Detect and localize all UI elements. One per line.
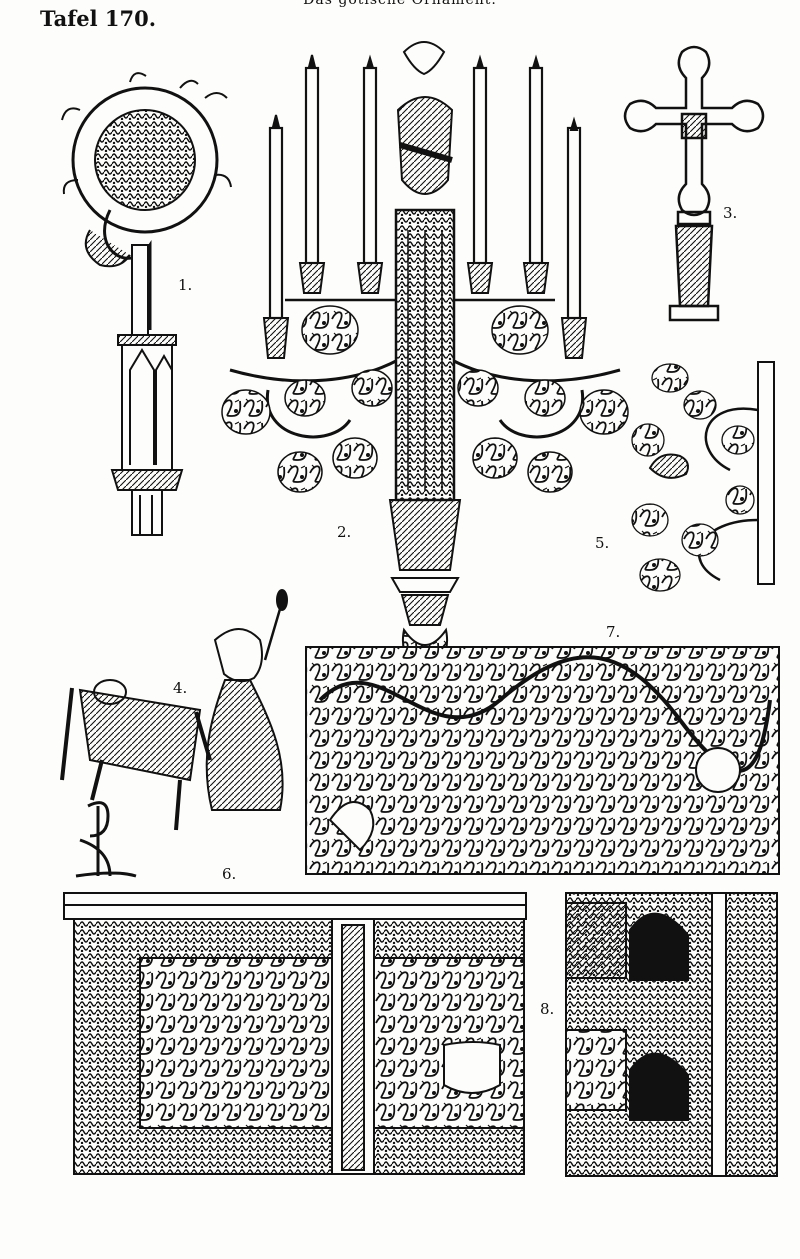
figure-label-1: 1. (178, 276, 193, 294)
figure-label-3: 3. (723, 204, 738, 222)
fig7-frieze (305, 646, 780, 875)
fig4-cradle-scene (60, 589, 288, 831)
fig8-tracery-panel (565, 892, 778, 1177)
figure-label-4: 4. (173, 679, 188, 697)
fig5-vine-bracket (631, 361, 775, 592)
fig3-cross (623, 45, 765, 322)
fig1-crozier (61, 72, 232, 536)
figure-label-7: 7. (606, 623, 621, 641)
monogram-mark (75, 801, 137, 878)
fig6-chest-panel (63, 892, 527, 1175)
page-header-title: Das gotische Ornament. (303, 0, 497, 8)
plate-number: Tafel 170. (40, 6, 157, 31)
fig2-candelabrum (221, 41, 629, 672)
figure-label-2: 2. (337, 523, 352, 541)
figure-label-8: 8. (540, 1000, 555, 1018)
figure-label-5: 5. (595, 534, 610, 552)
figure-label-6: 6. (222, 865, 237, 883)
